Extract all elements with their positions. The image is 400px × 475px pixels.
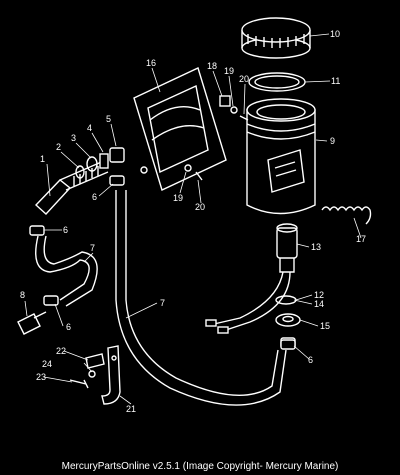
- nut-4-part[interactable]: [99, 153, 109, 169]
- hose-fitting-6d[interactable]: [280, 339, 296, 350]
- washer-part[interactable]: [275, 295, 297, 305]
- callout-label: 7: [90, 243, 95, 253]
- callout-label: 13: [311, 242, 321, 252]
- callout-label: 6: [63, 225, 68, 235]
- mounting-bracket-part[interactable]: [133, 67, 227, 191]
- hose-fitting-6c[interactable]: [43, 295, 59, 306]
- callout-label: 16: [146, 58, 156, 68]
- copyright-caption: MercuryPartsOnline v2.5.1 (Image Copyrig…: [0, 459, 400, 475]
- callout-label: 19: [173, 193, 183, 203]
- screw-23-part[interactable]: [69, 379, 89, 389]
- callout-label: 3: [71, 133, 76, 143]
- callout-label: 6: [66, 322, 71, 332]
- elbow-fitting-part[interactable]: [34, 159, 109, 215]
- callout-label: 2: [56, 142, 61, 152]
- callout-label: 7: [160, 298, 165, 308]
- screw-20-lower[interactable]: [195, 171, 203, 181]
- hose-fitting-6a[interactable]: [109, 175, 125, 186]
- callout-label: 5: [106, 114, 111, 124]
- callout-label: 9: [330, 136, 335, 146]
- long-hose-part[interactable]: [115, 190, 287, 406]
- parts-diagram: 1 2 3 4 5 6 6 6 6 7 7 8 9 10 11 12 13 14…: [17, 17, 372, 414]
- callout-label: 6: [308, 355, 313, 365]
- callout-label: 12: [314, 290, 324, 300]
- gasket-ring-part[interactable]: [248, 72, 306, 92]
- screw-20-upper[interactable]: [239, 115, 249, 121]
- cap-part[interactable]: [241, 17, 311, 59]
- callout-label: 11: [331, 76, 340, 86]
- connector-5-part[interactable]: [109, 147, 125, 163]
- fitting-8-part[interactable]: [17, 311, 47, 335]
- callout-label: 6: [92, 192, 97, 202]
- callout-label: 20: [239, 74, 249, 84]
- callout-label: 18: [207, 61, 217, 71]
- callout-label: 1: [40, 154, 45, 164]
- callout-label: 15: [320, 321, 330, 331]
- clamp-part[interactable]: [101, 345, 121, 405]
- washer-2-part[interactable]: [75, 165, 85, 179]
- sending-unit-part[interactable]: [205, 223, 298, 334]
- callout-label: 20: [195, 202, 205, 212]
- bracket-clip-18[interactable]: [219, 95, 231, 107]
- washer-3-part[interactable]: [86, 156, 98, 172]
- callout-label: 24: [42, 359, 52, 369]
- callout-label: 10: [330, 29, 340, 39]
- callout-label: 19: [224, 66, 234, 76]
- clamp-22-part[interactable]: [85, 353, 105, 369]
- washer-19-lower[interactable]: [184, 164, 192, 172]
- washer-24-part[interactable]: [88, 370, 96, 378]
- hose-fitting-6b[interactable]: [29, 225, 45, 236]
- callout-label: 21: [126, 404, 136, 414]
- callout-label: 4: [87, 123, 92, 133]
- callout-label: 17: [356, 234, 366, 244]
- callout-label: 22: [56, 346, 66, 356]
- callout-label: 14: [314, 299, 324, 309]
- coil-spring-part[interactable]: [321, 206, 372, 225]
- callout-label: 23: [36, 372, 46, 382]
- washer-19-upper[interactable]: [230, 106, 238, 114]
- callout-label: 8: [20, 290, 25, 300]
- leader-lines: [24, 33, 362, 405]
- callout-labels: 1 2 3 4 5 6 6 6 6 7 7 8 9 10 11 12 13 14…: [20, 29, 366, 414]
- short-hose-part[interactable]: [35, 235, 98, 307]
- nut-part[interactable]: [275, 313, 301, 327]
- reservoir-part[interactable]: [246, 98, 316, 215]
